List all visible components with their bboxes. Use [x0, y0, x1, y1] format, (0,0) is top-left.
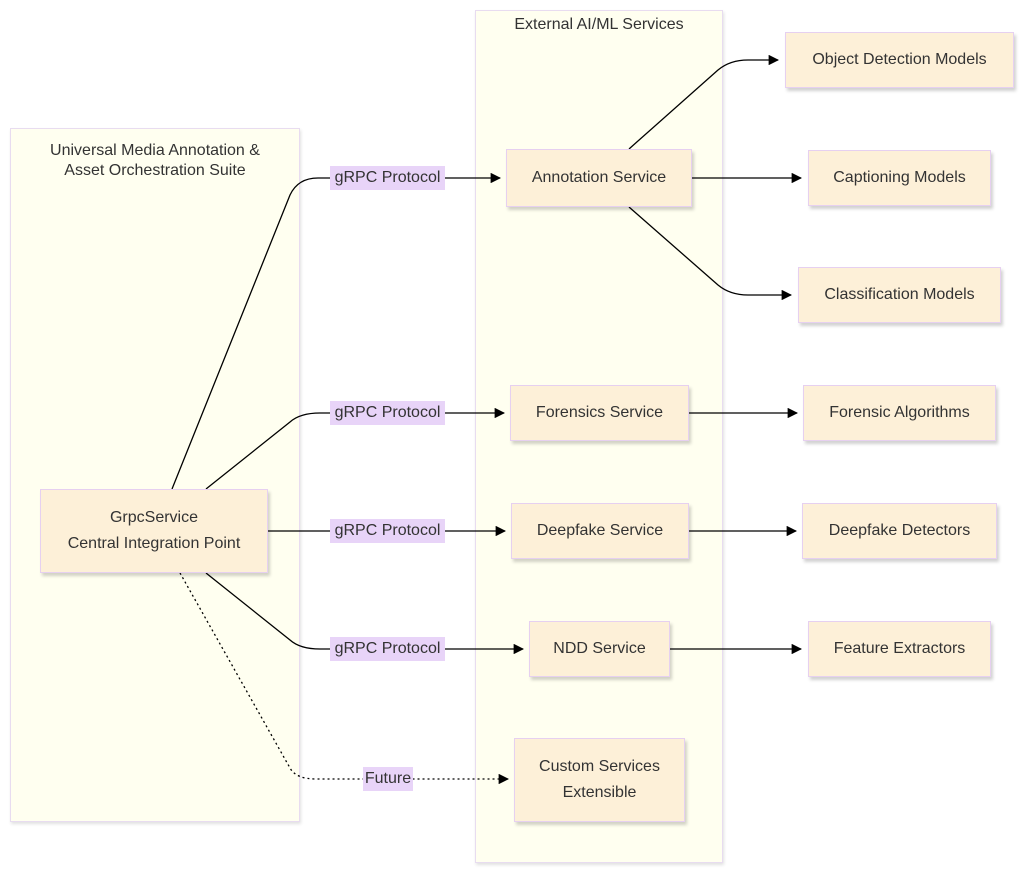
classification-models-node[interactable]: Classification Models: [798, 267, 1001, 323]
edge-grpc-to-custom: [179, 572, 510, 785]
edge-grpc-to-ndd: [205, 572, 525, 655]
suite-title-line-1: Universal Media Annotation &: [50, 142, 260, 159]
ndd-service-label: NDD Service: [553, 640, 646, 657]
forensic-algorithms-node[interactable]: Forensic Algorithms: [803, 385, 996, 441]
deepfake-service-node[interactable]: Deepfake Service: [511, 503, 689, 559]
edge-label-ndd: gRPC Protocol: [330, 637, 445, 661]
edge-label-custom: Future: [363, 767, 413, 791]
feature-extractors-node[interactable]: Feature Extractors: [808, 621, 991, 677]
edge-label-annotation: gRPC Protocol: [330, 166, 445, 190]
forensic-algorithms-label: Forensic Algorithms: [829, 404, 970, 421]
edge-grpc-to-annotation: [171, 172, 502, 490]
suite-title-line-2: Asset Orchestration Suite: [64, 162, 246, 179]
edge-label-deepfake: gRPC Protocol: [330, 519, 445, 543]
classification-label: Classification Models: [824, 286, 975, 303]
grpc-service-line-1: GrpcService: [109, 509, 199, 526]
custom-services-node[interactable]: Custom Services Extensible: [514, 738, 685, 822]
suite-cluster: Universal Media Annotation & Asset Orche…: [10, 128, 300, 822]
deepfake-detectors-label: Deepfake Detectors: [828, 522, 971, 539]
captioning-label: Captioning Models: [833, 169, 966, 186]
forensics-service-node[interactable]: Forensics Service: [510, 385, 689, 441]
deepfake-detectors-node[interactable]: Deepfake Detectors: [802, 503, 997, 559]
custom-services-line-1: Custom Services: [539, 758, 660, 775]
feature-extractors-label: Feature Extractors: [833, 640, 966, 657]
object-detection-label: Object Detection Models: [812, 51, 987, 68]
edge-annotation-to-classification: [628, 206, 793, 301]
object-detection-models-node[interactable]: Object Detection Models: [785, 32, 1014, 88]
deepfake-service-label: Deepfake Service: [536, 522, 664, 539]
edge-annotation-to-object-detection: [628, 54, 780, 150]
captioning-models-node[interactable]: Captioning Models: [808, 150, 991, 206]
suite-cluster-title: Universal Media Annotation & Asset Orche…: [11, 141, 299, 181]
custom-services-line-2: Extensible: [562, 784, 637, 801]
grpc-service-node[interactable]: GrpcService Central Integration Point: [40, 489, 268, 573]
ndd-service-node[interactable]: NDD Service: [529, 621, 670, 677]
annotation-service-node[interactable]: Annotation Service: [506, 149, 692, 207]
annotation-service-label: Annotation Service: [531, 169, 667, 186]
external-cluster-title: External AI/ML Services: [514, 16, 684, 33]
edge-label-forensics: gRPC Protocol: [330, 401, 445, 425]
forensics-service-label: Forensics Service: [535, 404, 664, 421]
edge-grpc-to-forensics: [205, 407, 506, 490]
grpc-service-line-2: Central Integration Point: [67, 535, 241, 552]
